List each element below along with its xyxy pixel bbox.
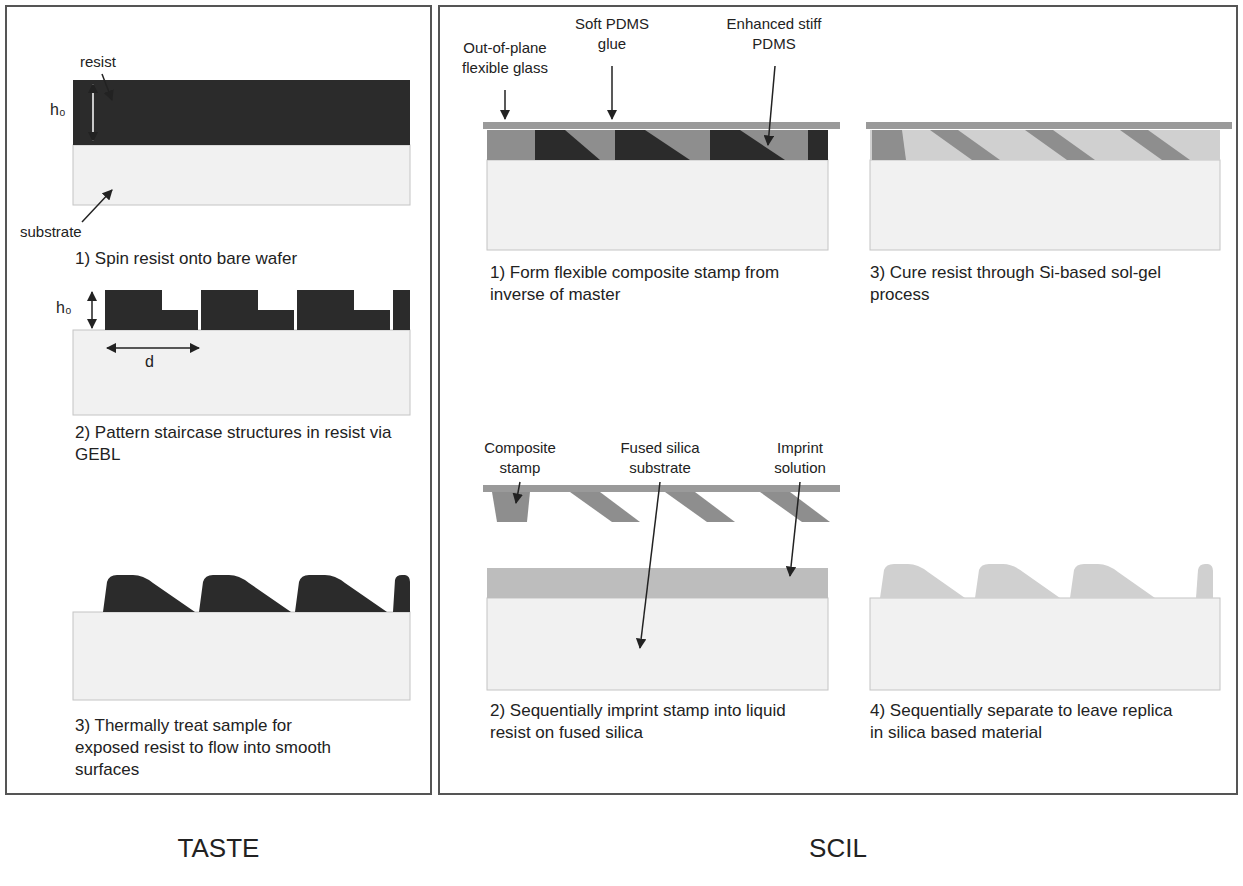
taste-step3 [73, 575, 410, 700]
part-label: Out-of-plane flexible glass [440, 38, 570, 77]
step-caption: 1) Spin resist onto bare wafer [75, 248, 405, 270]
part-label: h₀ [56, 298, 88, 319]
part-label: substrate [20, 222, 110, 242]
step-caption: 2) Pattern staircase structures in resis… [75, 422, 395, 466]
part-label: Imprint solution [760, 438, 840, 477]
scil-step1 [483, 66, 840, 250]
part-label: Fused silica substrate [610, 438, 710, 477]
panel-heading: TASTE [7, 833, 430, 864]
part-label: resist [80, 52, 150, 72]
taste-step1 [73, 74, 410, 222]
step-caption: 4) Sequentially separate to leave replic… [870, 700, 1190, 744]
scil-step3 [866, 122, 1232, 250]
part-label: d [145, 352, 165, 373]
step-caption: 3) Cure resist through Si-based sol-gel … [870, 262, 1180, 306]
process-panel: SCIL [438, 5, 1238, 795]
part-label: Composite stamp [475, 438, 565, 477]
part-label: Soft PDMS glue [567, 14, 657, 53]
scil-step4 [870, 564, 1220, 690]
process-panel: TASTE [5, 5, 432, 795]
panel-heading: SCIL [440, 833, 1236, 864]
step-caption: 3) Thermally treat sample for exposed re… [75, 715, 360, 781]
scil-step2 [483, 482, 840, 690]
step-caption: 2) Sequentially imprint stamp into liqui… [490, 700, 800, 744]
step-caption: 1) Form flexible composite stamp from in… [490, 262, 790, 306]
part-label: Enhanced stiff PDMS [718, 14, 830, 53]
taste-step2 [73, 290, 410, 415]
part-label: h₀ [50, 100, 82, 121]
